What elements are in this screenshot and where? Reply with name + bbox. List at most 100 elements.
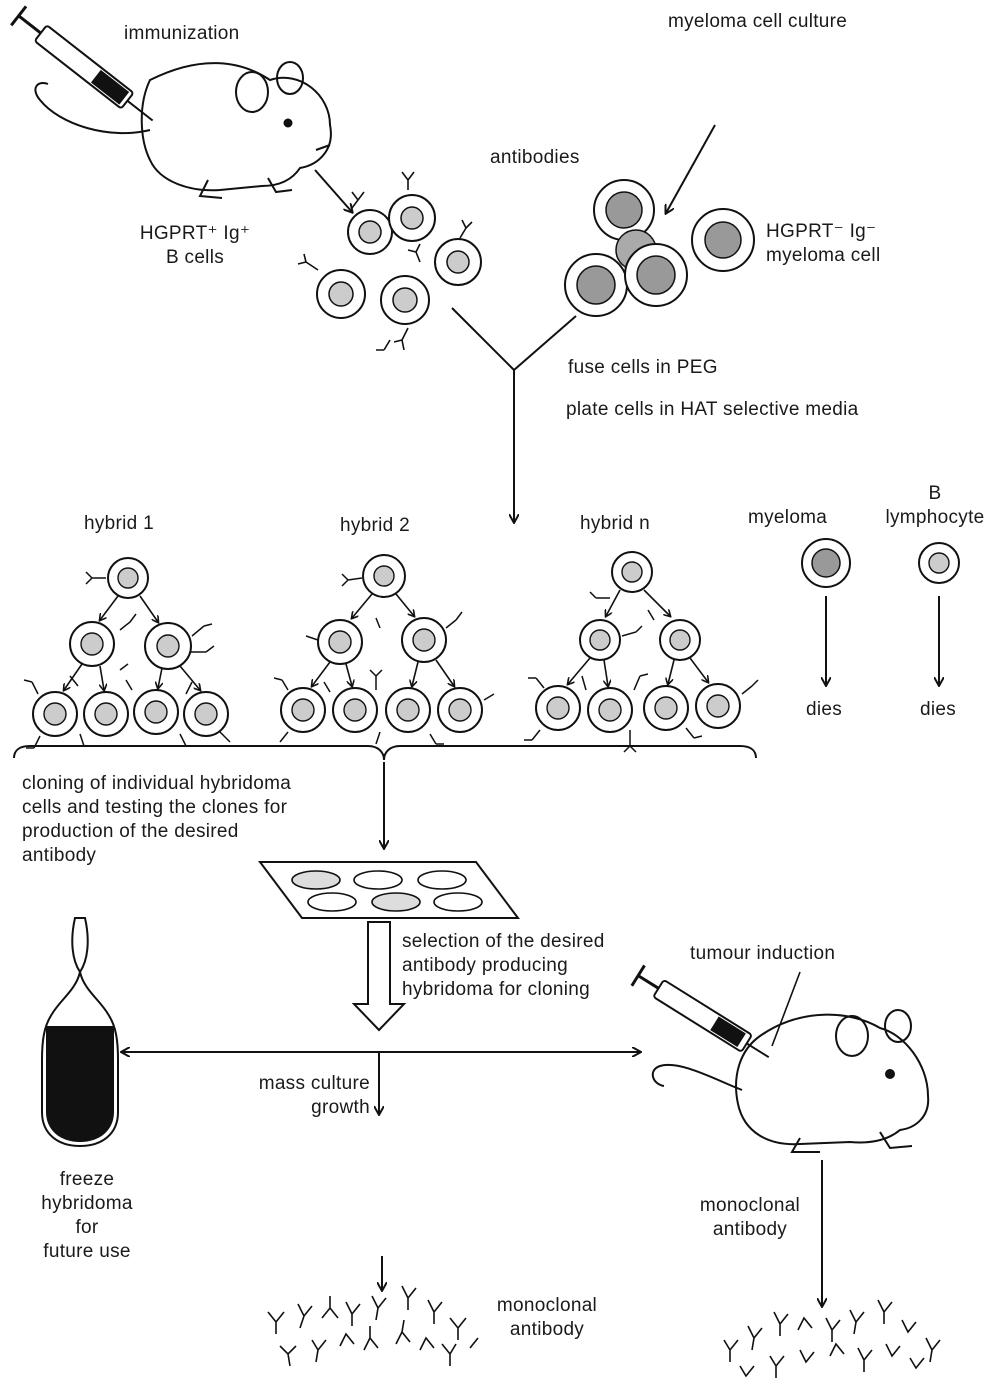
b-cells-label: HGPRT⁺ Ig⁺ B cells [120, 222, 270, 270]
myeloma-cell-label: HGPRT⁻ Ig⁻ myeloma cell [766, 220, 880, 268]
cell-icon [564, 253, 628, 317]
cell-icon [801, 538, 851, 588]
hybrid-2-tree [273, 554, 495, 745]
myeloma-dies [801, 538, 851, 685]
mass-culture-label: mass culture growth [238, 1072, 370, 1120]
antibodies-label: antibodies [490, 147, 580, 168]
cloning-label-line4: antibody [22, 845, 97, 866]
hybrid-2-label: hybrid 2 [340, 515, 410, 536]
antibody-pile-bottom [267, 1285, 479, 1367]
cell-icon [643, 685, 689, 731]
b-cells-cluster [297, 171, 482, 351]
selection-label-line1: selection of the desired [402, 931, 605, 952]
b-lymphocyte-label: B lymphocyte [870, 482, 1000, 530]
hybrid-1-label: hybrid 1 [84, 513, 154, 534]
selection-label-line2: antibody producing [402, 955, 568, 976]
cloning-label-line2: cells and testing the clones for [22, 797, 288, 818]
cell-icon [611, 551, 653, 593]
cell-icon [437, 687, 483, 733]
myeloma-cells-cluster [564, 179, 755, 317]
monoclonal-bottom-label-line1: monoclonal [496, 1295, 598, 1316]
hybrid-n-label: hybrid n [580, 513, 650, 534]
cell-icon [83, 691, 129, 737]
cloning-label-line3: production of the desired [22, 821, 239, 842]
myeloma-culture-arrow [666, 124, 716, 213]
b-cells-label-line1: HGPRT⁺ Ig⁺ [139, 223, 251, 244]
hybrid-n-tree [524, 551, 759, 753]
freeze-label: freeze hybridoma for future use [12, 1168, 162, 1264]
cell-icon [691, 208, 755, 272]
cell-icon [280, 687, 326, 733]
selection-label-line3: hybridoma for cloning [402, 979, 590, 1000]
cell-icon [918, 542, 960, 584]
monoclonal-bottom-label-line2: antibody [509, 1319, 585, 1340]
plate-label: plate cells in HAT selective media [566, 399, 859, 420]
b-lymphocyte-label-line2: lymphocyte [885, 507, 985, 528]
cell-icon [107, 557, 149, 599]
cell-icon [659, 619, 701, 661]
antibody-icon [297, 171, 473, 351]
b-lymphocyte-dies [918, 542, 960, 685]
mass-culture-label-line2: growth [311, 1097, 370, 1118]
myeloma-culture-label: myeloma cell culture [668, 11, 848, 32]
dies-label-2: dies [920, 699, 957, 720]
cell-icon [362, 554, 406, 598]
cell-icon [579, 619, 621, 661]
cloning-label-line1: cloning of individual hybridoma [22, 773, 292, 794]
fuse-label: fuse cells in PEG [568, 357, 718, 378]
monoclonal-right-label-line2: antibody [712, 1219, 788, 1240]
syringe-icon [10, 5, 154, 122]
b-lymphocyte-label-line1: B [928, 483, 942, 504]
antibody-icon [23, 571, 231, 749]
cell-icon [388, 194, 436, 242]
cell-icon [385, 687, 431, 733]
cell-icon [316, 269, 366, 319]
cell-icon [183, 691, 229, 737]
antibody-pile-right [723, 1299, 941, 1378]
freeze-label-line2: hybridoma [41, 1193, 133, 1214]
brace [13, 745, 757, 761]
myeloma-cell-label-line1: HGPRT⁻ Ig⁻ [766, 221, 877, 242]
freeze-label-line1: freeze [59, 1169, 115, 1190]
fusion-lines [451, 307, 577, 522]
cell-icon [434, 238, 482, 286]
cell-icon [587, 687, 633, 733]
tumour-pointer [771, 971, 801, 1047]
rat-icon [651, 1009, 930, 1153]
dies-label-1: dies [806, 699, 843, 720]
antibody-icon [273, 573, 495, 745]
freeze-label-line4: future use [43, 1241, 131, 1262]
cell-icon [624, 243, 688, 307]
selection-arrow [351, 921, 407, 1032]
monoclonal-right-label: monoclonal antibody [680, 1194, 820, 1242]
cell-icon [69, 621, 115, 667]
antibody-icon [524, 591, 759, 753]
freezer-vial-icon [41, 917, 119, 1148]
mouse-icon [34, 61, 332, 199]
hybrid-1-tree [23, 557, 231, 749]
cell-icon [144, 622, 192, 670]
immunization-label: immunization [124, 23, 240, 44]
cell-icon [401, 617, 447, 663]
myeloma-cell-label-line2: myeloma cell [766, 245, 881, 266]
myeloma-label: myeloma [748, 507, 828, 528]
mouse-to-bcells-arrow [314, 169, 352, 212]
cell-icon [593, 179, 655, 241]
tumour-label: tumour induction [690, 943, 836, 964]
monoclonal-right-label-line1: monoclonal [699, 1195, 801, 1216]
cell-icon [133, 689, 179, 735]
cell-icon [332, 687, 378, 733]
cell-icon [317, 619, 363, 665]
culture-plate-icon [258, 861, 520, 919]
cell-icon [380, 275, 430, 325]
cell-icon [695, 683, 741, 729]
freeze-label-line3: for [75, 1217, 99, 1238]
b-cells-label-line2: B cells [165, 247, 225, 268]
mass-culture-label-line1: mass culture [258, 1073, 370, 1094]
cell-icon [535, 685, 581, 731]
monoclonal-bottom-label: monoclonal antibody [482, 1294, 612, 1342]
cell-icon [32, 691, 78, 737]
syringe-icon [630, 964, 770, 1059]
cell-icon [347, 209, 393, 255]
